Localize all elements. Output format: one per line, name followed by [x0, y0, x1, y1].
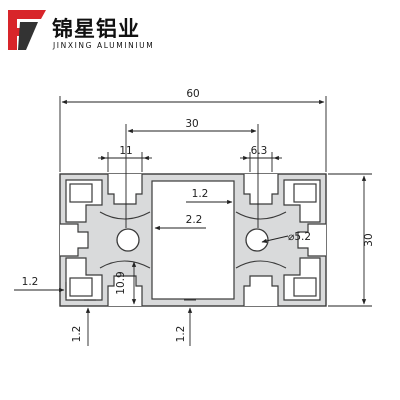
dim-inner-wall: 2.2: [186, 214, 203, 226]
dim-bottom-wall-center: 1.2: [175, 326, 187, 343]
dim-slot-depth: 10.9: [115, 271, 127, 294]
inner-square-hollows: [69, 183, 317, 297]
profile-webs: [99, 211, 287, 269]
side-slot-openings: [60, 223, 326, 257]
left-core-bore: [116, 228, 140, 252]
dim-wall-left: 1.2: [22, 276, 39, 288]
brand-logo: 锦星铝业 JINXING ALUMINIUM: [8, 10, 154, 50]
dim-overall-width: 60: [186, 88, 199, 100]
dim-bore-diameter: ⌀5.2: [288, 231, 311, 243]
dim-wall-upper: 1.2: [192, 188, 209, 200]
dimension-labels: 60 30 30 11 6.3 1.2 2.2 ⌀5.2 1.2 10.9 1.…: [22, 88, 375, 342]
brand-name-cn: 锦星铝业: [52, 17, 140, 41]
aluminium-profile-section: [59, 173, 327, 307]
logo-mark-icon: [8, 10, 46, 50]
dimension-lines: [14, 96, 372, 346]
dim-overall-height: 30: [363, 233, 375, 246]
right-core-bore: [245, 228, 269, 252]
dim-slot-spacing: 30: [185, 118, 198, 130]
dim-bottom-wall-left: 1.2: [71, 326, 83, 343]
brand-name-en: JINXING ALUMINIUM: [52, 41, 154, 50]
t-slot-openings: [107, 174, 279, 306]
center-channel: [151, 180, 235, 300]
dim-slot-detail: 6.3: [251, 145, 268, 157]
dim-slot-opening: 11: [119, 145, 132, 157]
